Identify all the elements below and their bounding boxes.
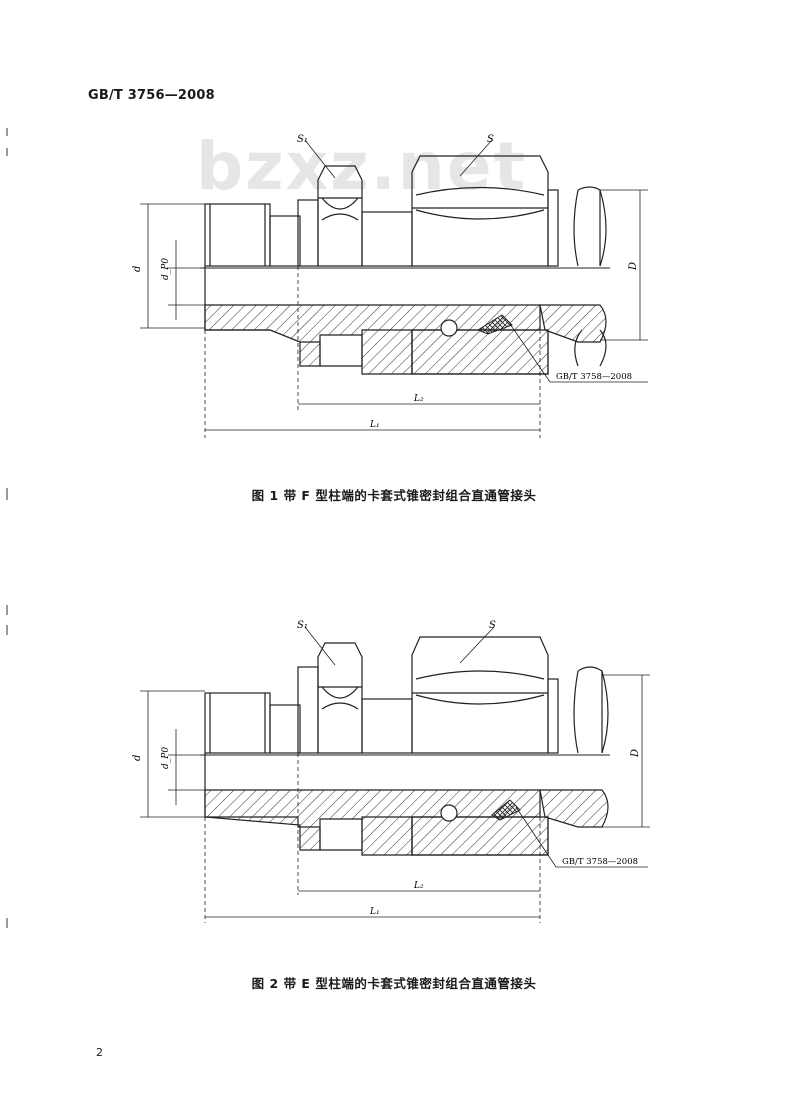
margin-mark — [6, 128, 8, 136]
margin-mark — [6, 605, 8, 615]
ferrule — [491, 799, 521, 821]
label-s1: S₁ — [297, 134, 308, 145]
margin-mark — [6, 148, 8, 156]
page-number: 2 — [96, 1046, 103, 1059]
o-ring — [440, 804, 458, 822]
label-dp: d_P0 — [161, 747, 171, 769]
margin-mark — [6, 625, 8, 635]
tube-section — [539, 304, 607, 343]
figure-2-caption: 图 2 带 E 型柱端的卡套式锥密封组合直通管接头 — [251, 976, 537, 991]
fitting-drawing-e-type: S₁ S d d_P0 D L₂ L₁ GB/T 3758—2008 — [132, 620, 650, 923]
label-d: d — [132, 755, 143, 761]
margin-mark — [6, 488, 8, 500]
figure-1-caption: 图 1 带 F 型柱端的卡套式锥密封组合直通管接头 — [251, 488, 537, 503]
label-s: S — [487, 134, 494, 145]
figure-1: S₁ S d d_P0 D L₂ L₁ GB/T 3758—2008 — [0, 120, 800, 450]
label-l2: L₂ — [413, 881, 424, 891]
watermark: bzxz.net — [196, 128, 528, 205]
ferrule — [476, 314, 513, 335]
label-ref-standard: GB/T 3758—2008 — [562, 857, 638, 867]
tube-section — [539, 789, 609, 828]
margin-mark — [6, 918, 8, 928]
label-s1: S₁ — [297, 620, 308, 631]
figure-2: S₁ S d d_P0 D L₂ L₁ GB/T 3758—2008 — [0, 605, 800, 935]
label-d: d — [132, 266, 143, 272]
label-l2: L₂ — [413, 394, 424, 404]
label-l1: L₁ — [369, 907, 380, 917]
nut-section — [411, 329, 549, 375]
label-D: D — [628, 262, 639, 271]
standard-code: GB/T 3756—2008 — [88, 88, 215, 103]
nut-section — [411, 816, 549, 856]
label-dp: d_P0 — [161, 258, 171, 280]
label-D: D — [630, 749, 641, 758]
label-ref-standard: GB/T 3758—2008 — [556, 372, 632, 382]
label-l1: L₁ — [369, 420, 380, 430]
fitting-drawing-f-type: S₁ S d d_P0 D L₂ L₁ GB/T 3758—2008 — [132, 134, 648, 438]
o-ring — [440, 319, 458, 337]
label-s: S — [489, 620, 496, 631]
